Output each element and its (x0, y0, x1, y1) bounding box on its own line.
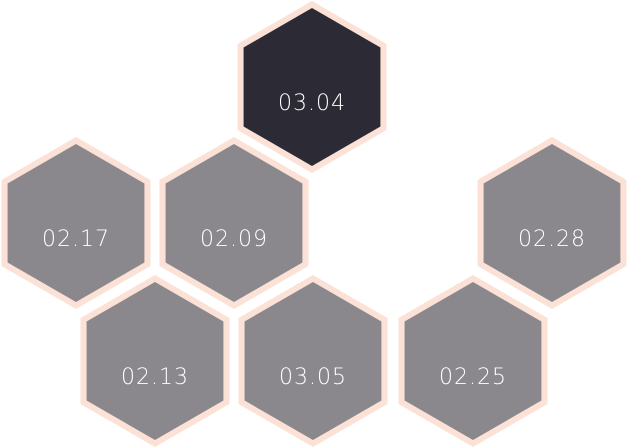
hex-tile-02-25[interactable]: 02.25 (398, 275, 548, 447)
hex-tile-02-09[interactable]: 02.09 (159, 137, 309, 309)
hex-tile-02-13[interactable]: 02.13 (80, 275, 230, 447)
hex-tile-03-05[interactable]: 03.05 (238, 275, 388, 447)
hex-tile-02-28[interactable]: 02.28 (477, 137, 627, 309)
hex-fill (483, 144, 621, 302)
hex-fill (7, 144, 145, 302)
hex-fill (165, 144, 303, 302)
hex-fill (404, 282, 542, 440)
hex-fill (244, 282, 382, 440)
hex-fill (243, 8, 381, 166)
hex-fill (86, 282, 224, 440)
hex-tile-03-04[interactable]: 03.04 (237, 1, 387, 173)
hex-tile-02-17[interactable]: 02.17 (1, 137, 151, 309)
